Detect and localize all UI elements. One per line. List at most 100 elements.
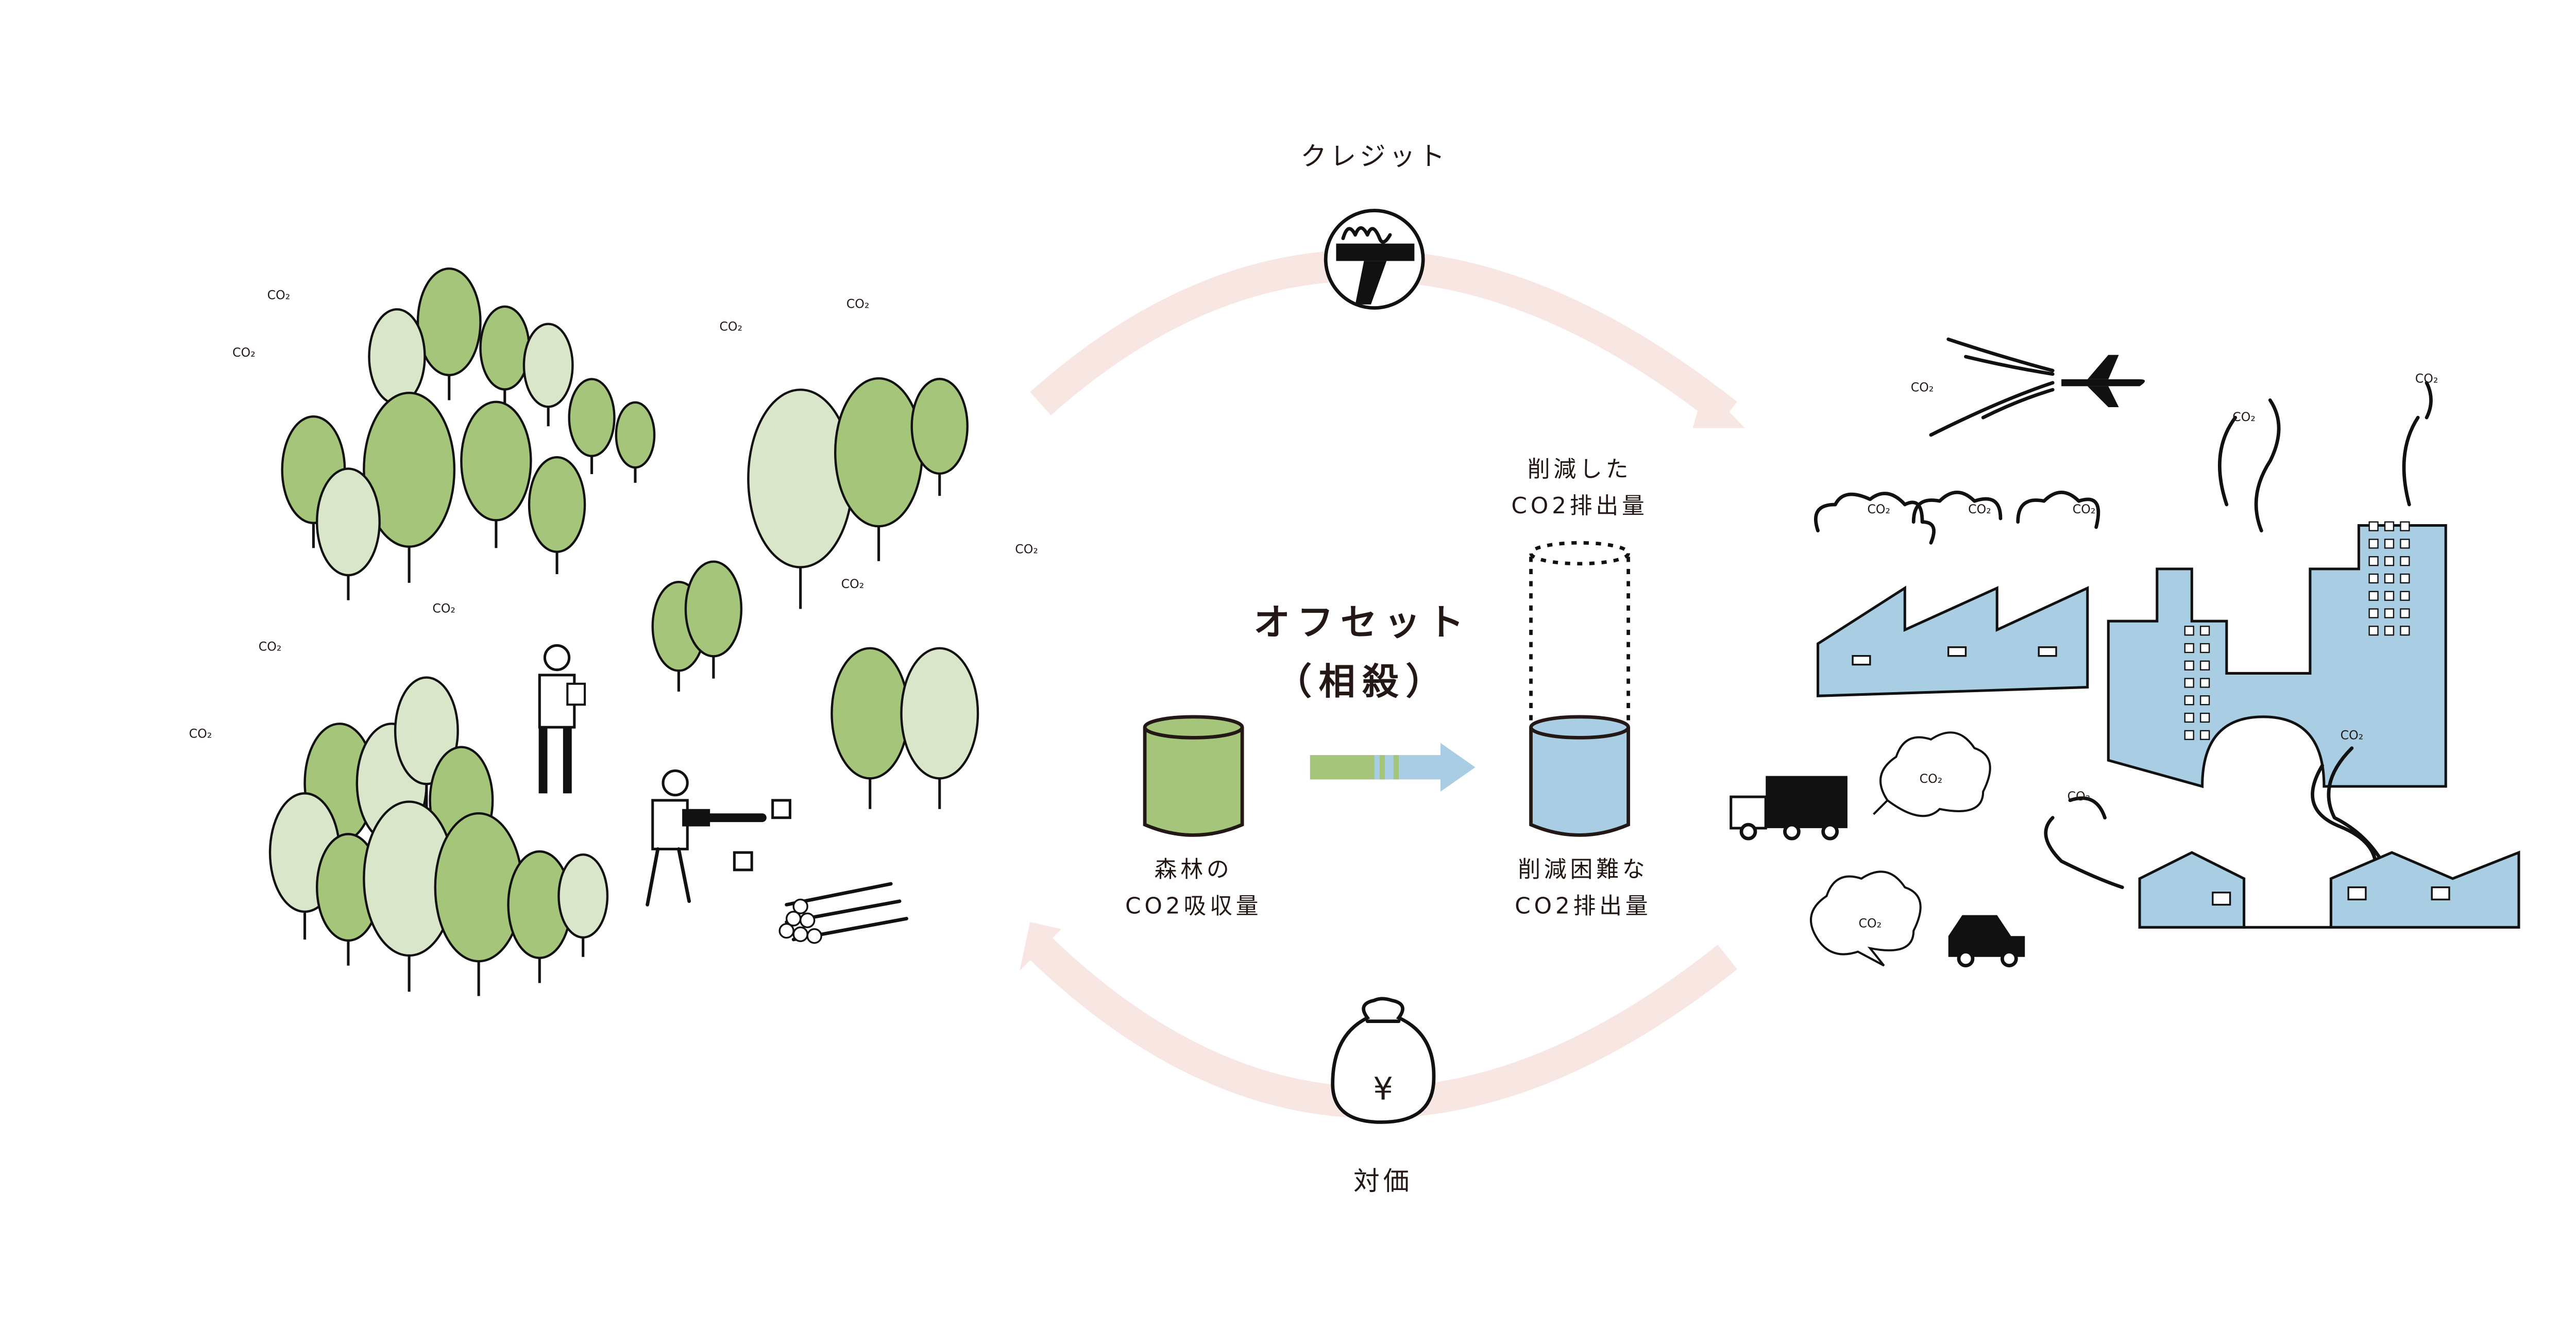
yen-symbol: ¥ (1373, 1071, 1393, 1108)
credit-token-icon (1324, 209, 1425, 310)
hard-label-1: 削減困難な (1518, 856, 1648, 882)
payment-label: 対価 (1353, 1166, 1413, 1196)
window (2184, 626, 2194, 636)
window (2184, 643, 2194, 653)
window (2400, 608, 2410, 618)
co2-label: CO₂ (1859, 916, 1882, 930)
forest-absorption-cylinder (1143, 715, 1244, 837)
factory (1814, 490, 2100, 697)
forest-illustration (268, 267, 979, 996)
tree (416, 267, 482, 400)
co2-label: CO₂ (432, 601, 455, 615)
tree (834, 377, 924, 561)
offset-subtitle: （相殺） (1275, 660, 1449, 703)
co2-label: CO₂ (2067, 789, 2091, 803)
houses (2044, 796, 2520, 929)
truck-icon (1730, 776, 1848, 841)
window (2200, 626, 2210, 636)
window (2368, 608, 2379, 618)
co2-label: CO₂ (267, 288, 291, 303)
window (2400, 591, 2410, 601)
window (2384, 521, 2395, 531)
window (2200, 660, 2210, 671)
co2-label: CO₂ (2073, 502, 2096, 516)
window (2368, 521, 2379, 531)
window (2368, 626, 2379, 636)
hard-label-2: CO2排出量 (1515, 893, 1651, 919)
window (2200, 695, 2210, 706)
window (2400, 626, 2410, 636)
co2-label: CO₂ (846, 297, 870, 311)
tree (684, 560, 743, 679)
co2-label: CO₂ (1867, 502, 1890, 516)
window (2384, 573, 2395, 584)
co2-label: CO₂ (232, 345, 256, 360)
tree (363, 392, 456, 583)
money-bag-icon: ¥ (1331, 997, 1436, 1124)
co2-label: CO₂ (259, 640, 282, 654)
tree (831, 647, 910, 809)
window (2384, 539, 2395, 549)
co2-label: CO₂ (1920, 772, 1943, 786)
tree (479, 305, 531, 409)
tree (900, 647, 979, 809)
tree (363, 800, 456, 992)
co2-label: CO₂ (1015, 542, 1038, 557)
window (2384, 556, 2395, 566)
tree (460, 400, 532, 548)
window (2400, 521, 2410, 531)
window (2368, 539, 2379, 549)
window (2184, 660, 2194, 671)
office-buildings (2107, 381, 2447, 881)
co2-label: CO₂ (2232, 410, 2256, 424)
tree (910, 378, 969, 496)
log-pile (778, 882, 908, 944)
offset-title: オフセット (1253, 601, 1471, 644)
worker-with-clipboard (538, 644, 586, 794)
window (2200, 643, 2210, 653)
payment-arc-head (1020, 922, 1062, 971)
tree (557, 853, 609, 957)
window (2400, 556, 2410, 566)
window (2384, 626, 2395, 636)
credit-arc-head (1692, 386, 1745, 428)
tree (316, 467, 381, 600)
co2-label: CO₂ (841, 577, 865, 591)
co2-label: CO₂ (719, 319, 742, 333)
window (2184, 730, 2194, 740)
co2-label: CO₂ (1911, 380, 1934, 395)
airplane-icon (1929, 337, 2145, 437)
tree (568, 378, 616, 474)
emission-cylinder (1529, 541, 1630, 837)
window (2184, 678, 2194, 688)
window (2384, 591, 2395, 601)
co2-label: CO₂ (1968, 502, 1991, 516)
co2-label: CO₂ (2341, 728, 2364, 743)
tree (507, 850, 572, 983)
tree (615, 401, 656, 483)
tree (747, 388, 854, 609)
window (2368, 591, 2379, 601)
reduced-label-1: 削減した (1528, 456, 1632, 482)
forest-label-2: CO2吸収量 (1125, 893, 1262, 919)
co2-label: CO₂ (2415, 372, 2438, 386)
window (2200, 730, 2210, 740)
co2-label: CO₂ (189, 726, 212, 741)
building-windows (2184, 521, 2410, 740)
co2-labels: CO₂ CO₂ CO₂ CO₂ CO₂ CO₂ CO₂ CO₂ CO₂ CO₂ CO₂ CO₂ CO₂ C… (189, 288, 2438, 931)
forest-label-1: 森林の (1155, 856, 1233, 882)
offset-arrow (1310, 743, 1476, 792)
worker-with-chainsaw (646, 769, 767, 907)
window (2384, 608, 2395, 618)
tree (522, 323, 574, 427)
window (2400, 573, 2410, 584)
window (2200, 712, 2210, 723)
tree-stumps (733, 799, 791, 872)
window (2200, 678, 2210, 688)
window (2184, 695, 2194, 706)
window (2400, 539, 2410, 549)
speech-clouds (1810, 731, 1991, 967)
tree (528, 456, 586, 575)
credit-label: クレジット (1300, 141, 1448, 172)
